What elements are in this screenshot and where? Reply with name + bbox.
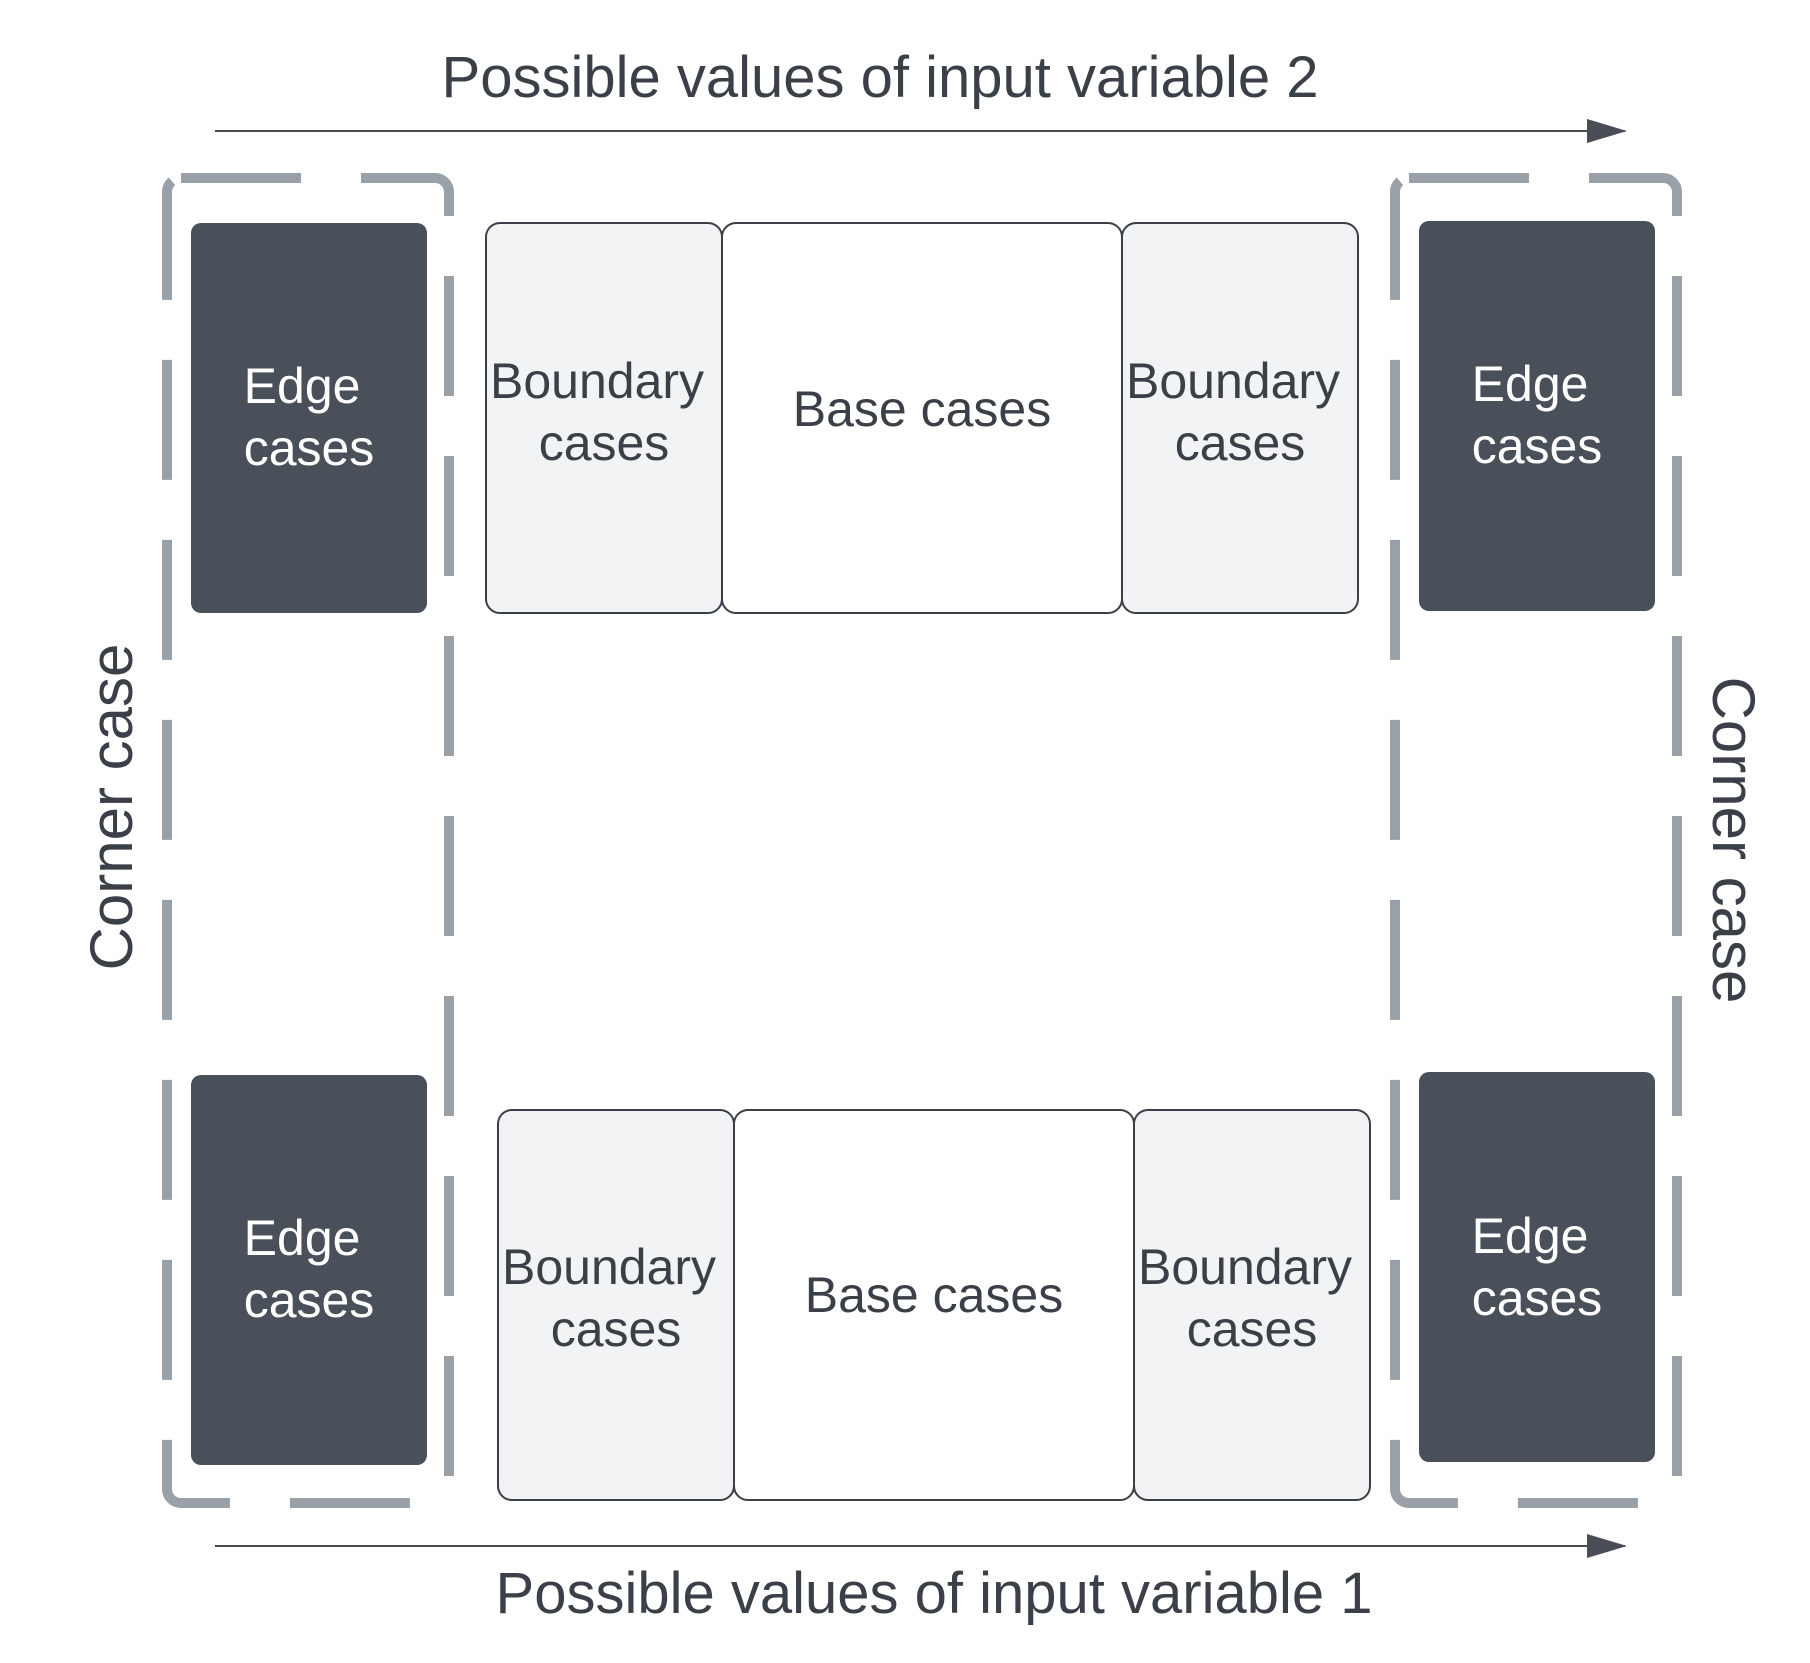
row-bottom: Edge cases Boundary cases Base cases Bou… [191, 1072, 1655, 1501]
boundary-case-label-line1: Boundary [1138, 1239, 1352, 1295]
boundary-case-label: Boundary cases [490, 353, 718, 471]
edge-case-label-line2: cases [1472, 418, 1603, 474]
boundary-case-label-line2: cases [1187, 1301, 1318, 1357]
edge-case-label-line1: Edge [1472, 356, 1589, 412]
corner-case-label-right: Corner case [1700, 677, 1767, 1004]
edge-case-label-line1: Edge [244, 358, 361, 414]
edge-case-box [191, 1075, 427, 1465]
edge-case-label-line2: cases [244, 420, 375, 476]
edge-case-label: Edge cases [244, 1210, 375, 1328]
edge-case-box [1419, 1072, 1655, 1462]
boundary-case-label: Boundary cases [1126, 353, 1354, 471]
edge-case-label: Edge cases [244, 358, 375, 476]
boundary-case-box [1121, 222, 1359, 614]
base-case-label: Base cases [805, 1267, 1063, 1323]
edge-case-box [1419, 221, 1655, 611]
corner-frame-right [1390, 173, 1682, 1508]
boundary-case-label: Boundary cases [1138, 1239, 1366, 1357]
boundary-case-label-line1: Boundary [1126, 353, 1340, 409]
boundary-case-label: Boundary cases [502, 1239, 730, 1357]
axis-bottom-label: Possible values of input variable 1 [496, 1561, 1373, 1626]
edge-case-label-line1: Edge [1472, 1208, 1589, 1264]
base-case-label: Base cases [793, 381, 1051, 437]
boundary-case-label-line1: Boundary [490, 353, 704, 409]
edge-case-label: Edge cases [1472, 356, 1603, 474]
corner-frame-left [162, 173, 454, 1508]
edge-case-label-line2: cases [244, 1272, 375, 1328]
boundary-case-label-line1: Boundary [502, 1239, 716, 1295]
axis-top-label: Possible values of input variable 2 [442, 45, 1319, 110]
edge-case-label: Edge cases [1472, 1208, 1603, 1326]
boundary-case-label-line2: cases [551, 1301, 682, 1357]
corner-case-label-left: Corner case [78, 644, 145, 971]
boundary-case-label-line2: cases [539, 415, 670, 471]
boundary-case-box [1133, 1109, 1371, 1501]
boundary-case-label-line2: cases [1175, 415, 1306, 471]
edge-case-box [191, 223, 427, 613]
edge-case-label-line2: cases [1472, 1270, 1603, 1326]
row-top: Edge cases Boundary cases Base cases Bou… [191, 221, 1655, 614]
edge-case-label-line1: Edge [244, 1210, 361, 1266]
